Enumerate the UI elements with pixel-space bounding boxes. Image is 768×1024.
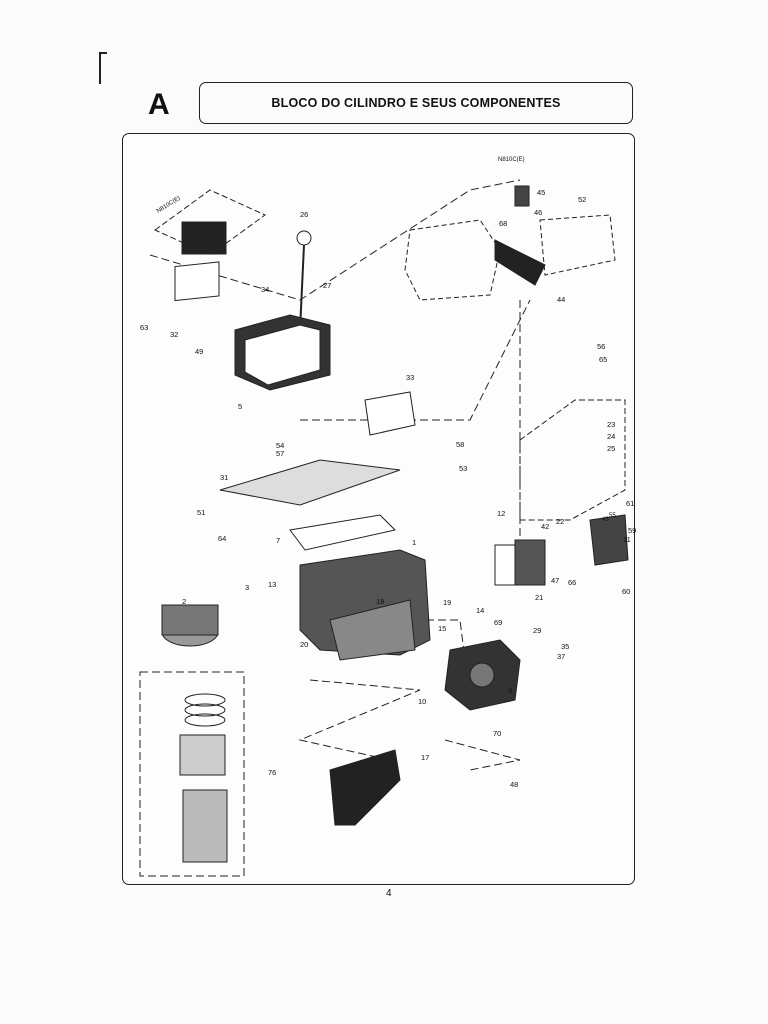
model-label: N810C(E): [156, 195, 182, 214]
part-label: 33: [406, 373, 414, 382]
part-label: 70: [493, 729, 501, 738]
part-label: 20: [300, 640, 308, 649]
part-label: 26: [300, 210, 308, 219]
part-label: 34: [261, 285, 269, 294]
plate-part: [219, 459, 401, 506]
gasket-part: [289, 514, 396, 551]
grille-part: [364, 391, 416, 436]
part-label: 32: [170, 330, 178, 339]
eyebolt-part: [296, 230, 312, 246]
part-label: 22: [556, 517, 564, 526]
part-label: 29: [533, 626, 541, 635]
bracket-part: [494, 239, 546, 286]
part-label: 66: [568, 578, 576, 587]
part-label: 52: [578, 195, 586, 204]
part-label: 43: [602, 517, 609, 523]
part-label: 56: [597, 342, 605, 351]
part-label: 45: [537, 188, 545, 197]
model-label: N810C(E): [498, 157, 525, 163]
part-label: 12: [497, 509, 505, 518]
title-box: BLOCO DO CILINDRO E SEUS COMPONENTES: [199, 82, 633, 124]
part-label: 21: [535, 593, 543, 602]
fitting-part: [514, 185, 530, 207]
part-label: 13: [268, 580, 276, 589]
piston-part: [179, 734, 226, 776]
valve-part: [589, 514, 629, 566]
crop-mark: [99, 52, 107, 54]
part-label: 55: [609, 513, 616, 519]
page-title: BLOCO DO CILINDRO E SEUS COMPONENTES: [271, 96, 561, 110]
part-label: 24: [607, 432, 615, 441]
part-label: 42: [541, 522, 549, 531]
crop-mark: [99, 52, 101, 84]
dashed-leader: [300, 299, 531, 421]
part-label: 1: [412, 538, 416, 547]
part-label: 63: [140, 323, 148, 332]
part-label: 47: [551, 576, 559, 585]
ring-part: [184, 693, 226, 707]
part-label: 9: [508, 686, 512, 695]
part-label: 19: [443, 598, 451, 607]
dashed-leader: [149, 179, 521, 301]
piston-kit-box: [139, 671, 245, 877]
stud-part: [299, 244, 305, 331]
dashed-leader: [298, 679, 421, 761]
part-label: 2: [182, 597, 186, 606]
grille-part: [181, 221, 227, 255]
deflector-part: [329, 749, 401, 826]
page-number: 4: [386, 888, 392, 899]
part-label: 68: [499, 219, 507, 228]
part-label: 14: [476, 606, 484, 615]
part-label: 37: [557, 652, 565, 661]
grille-part: [174, 261, 220, 302]
section-letter: A: [148, 88, 170, 121]
part-label: 44: [557, 295, 565, 304]
part-label: 48: [510, 780, 518, 789]
part-label: 76: [268, 768, 276, 777]
part-label: 10: [418, 697, 426, 706]
part-label: 23: [607, 420, 615, 429]
part-label: 51: [197, 508, 205, 517]
part-label: 27: [323, 281, 331, 290]
part-label: 7: [276, 536, 280, 545]
part-label: 58: [456, 440, 464, 449]
head-outline: [404, 219, 501, 301]
part-label: 60: [622, 587, 630, 596]
part-label: 25: [607, 444, 615, 453]
filter-part: [514, 539, 546, 586]
part-label: 57: [276, 449, 284, 458]
part-label: 35: [561, 642, 569, 651]
inset-box: [519, 399, 626, 521]
part-label: 17: [421, 753, 429, 762]
part-label: 53: [459, 464, 467, 473]
part-label: 49: [195, 347, 203, 356]
part-label: 65: [599, 355, 607, 364]
part-label: 15: [438, 624, 446, 633]
part-label: 11: [623, 535, 631, 544]
part-label: 3: [245, 583, 249, 592]
part-label: 61: [626, 499, 634, 508]
part-label: 5: [238, 402, 242, 411]
part-label: 69: [494, 618, 502, 627]
part-label: 54: [276, 441, 284, 450]
part-label: 59: [628, 526, 636, 535]
part-label: 18: [376, 597, 384, 606]
dashed-leader: [444, 739, 521, 771]
part-label: 64: [218, 534, 226, 543]
head-outline: [539, 214, 616, 276]
part-label: 31: [220, 473, 228, 482]
part-label: 46: [534, 208, 542, 217]
liner-part: [182, 789, 228, 863]
